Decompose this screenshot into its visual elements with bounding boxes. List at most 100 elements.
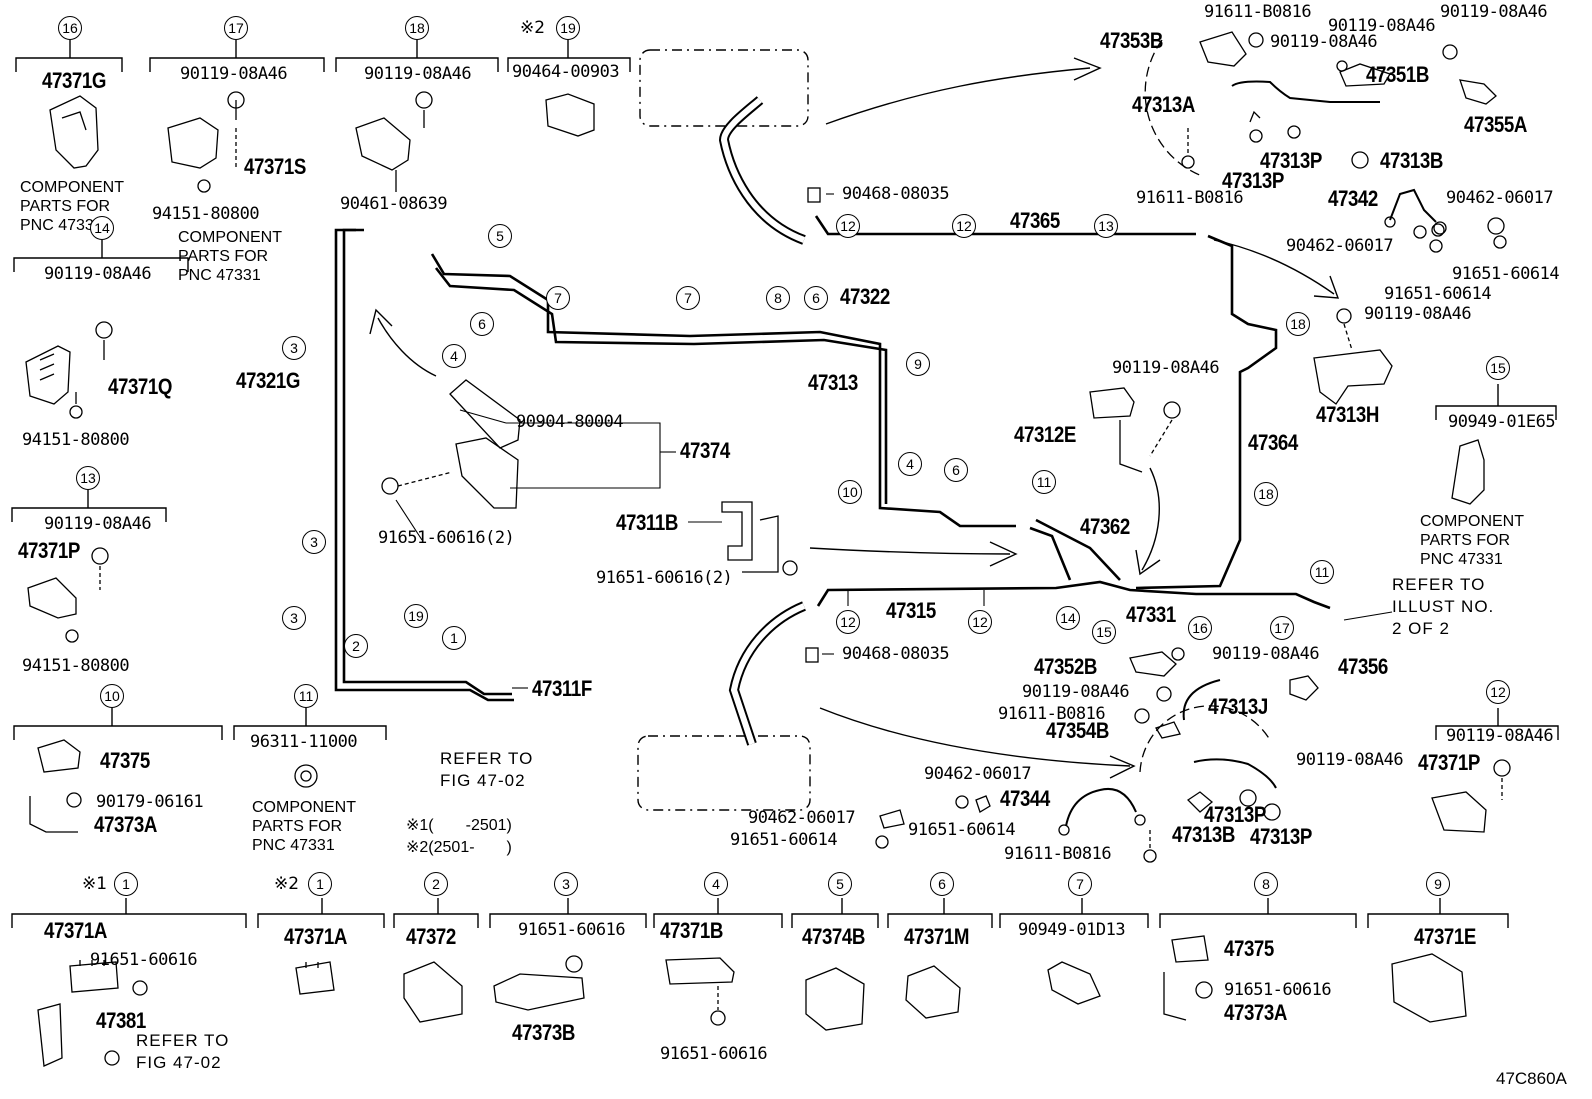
- part-90119-08A46: 90119-08A46: [1022, 682, 1130, 702]
- part-47371E: 47371E: [1414, 924, 1476, 949]
- part-91651-60616: 91651-60616: [1224, 980, 1332, 1000]
- callout-12: 12: [1486, 680, 1510, 704]
- part-47331: 47331: [1126, 602, 1176, 627]
- callout-4: 4: [442, 344, 466, 368]
- part-47371A: 47371A: [284, 924, 347, 949]
- part-90119-08A46: 90119-08A46: [44, 514, 152, 534]
- part-90119-08A46: 90119-08A46: [44, 264, 152, 284]
- callout-5: 5: [488, 224, 512, 248]
- callout-17: 17: [1270, 616, 1294, 640]
- hoses: [718, 96, 806, 746]
- part-47315: 47315: [886, 598, 936, 623]
- callout-7: 7: [1068, 872, 1092, 896]
- part-47356: 47356: [1338, 654, 1388, 679]
- callout-12: 12: [952, 214, 976, 238]
- callout-10: 10: [100, 684, 124, 708]
- part-91651-60614: 91651-60614: [730, 830, 838, 850]
- callout-3: 3: [554, 872, 578, 896]
- part-47374: 47374: [680, 438, 730, 463]
- callout-6: 6: [470, 312, 494, 336]
- part-47313P: 47313P: [1250, 824, 1312, 849]
- part-90464-00903: 90464-00903: [512, 62, 620, 82]
- callout-11: 11: [1032, 470, 1056, 494]
- part-94151-80800: 94151-80800: [22, 430, 130, 450]
- part-90119-08A46: 90119-08A46: [1364, 304, 1472, 324]
- brake-tubes: [334, 215, 1331, 702]
- callout-16: 16: [58, 16, 82, 40]
- callout-16: 16: [1188, 616, 1212, 640]
- callout-12: 12: [836, 214, 860, 238]
- callout-4: 4: [704, 872, 728, 896]
- part-47313A: 47313A: [1132, 92, 1195, 117]
- part-47371P: 47371P: [18, 538, 80, 563]
- footnote-mark: ※2: [520, 18, 546, 38]
- part-90949-01D13: 90949-01D13: [1018, 920, 1126, 940]
- callout-8: 8: [766, 286, 790, 310]
- part-90904-80004: 90904-80004: [516, 412, 624, 432]
- component-note-1: COMPONENT PARTS FOR PNC 47331: [20, 179, 124, 234]
- part-47375: 47375: [100, 748, 150, 773]
- callout-19: 19: [404, 604, 428, 628]
- part-91651-60614: 91651-60614: [1384, 284, 1492, 304]
- part-90462-06017: 90462-06017: [924, 764, 1032, 784]
- part-90461-08639: 90461-08639: [340, 194, 448, 214]
- refer-fig-note-1: REFER TO FIG 47-02: [440, 749, 534, 790]
- callout-9: 9: [1426, 872, 1450, 896]
- diagram-id: 47C860A: [1496, 1069, 1567, 1088]
- part-91651-60616-2: 91651-60616(2): [378, 528, 515, 548]
- part-47371G: 47371G: [42, 68, 107, 93]
- callout-3: 3: [282, 336, 306, 360]
- part-90179-06161: 90179-06161: [96, 792, 204, 812]
- part-47355A: 47355A: [1464, 112, 1527, 137]
- part-47313B: 47313B: [1380, 148, 1443, 173]
- callout-6: 6: [804, 286, 828, 310]
- part-47364: 47364: [1248, 430, 1298, 455]
- part-47313H: 47313H: [1316, 402, 1379, 427]
- part-90119-08A46: 90119-08A46: [364, 64, 472, 84]
- part-47353B: 47353B: [1100, 28, 1163, 53]
- part-47371Q: 47371Q: [108, 374, 173, 399]
- part-47351B: 47351B: [1366, 62, 1429, 87]
- part-47371P: 47371P: [1418, 750, 1480, 775]
- part-47313P: 47313P: [1204, 802, 1266, 827]
- footnote-mark: ※2: [274, 874, 300, 894]
- part-47371S: 47371S: [244, 154, 306, 179]
- callout-8: 8: [1254, 872, 1278, 896]
- callout-12: 12: [968, 610, 992, 634]
- callout-18: 18: [1254, 482, 1278, 506]
- part-47373B: 47373B: [512, 1020, 575, 1045]
- callout-6: 6: [930, 872, 954, 896]
- part-47321G: 47321G: [236, 368, 301, 393]
- callout-1: 1: [114, 872, 138, 896]
- part-47352B: 47352B: [1034, 654, 1097, 679]
- part-91611-B0816: 91611-B0816: [1204, 2, 1312, 22]
- refer-fig-note-2: REFER TO FIG 47-02: [136, 1031, 230, 1072]
- part-47371B: 47371B: [660, 918, 723, 943]
- callout-2: 2: [344, 634, 368, 658]
- part-47371M: 47371M: [904, 924, 970, 949]
- callout-2: 2: [424, 872, 448, 896]
- callout-3: 3: [302, 530, 326, 554]
- callout-12: 12: [836, 610, 860, 634]
- part-90949-01E65: 90949-01E65: [1448, 412, 1556, 432]
- inset-brackets: [11, 40, 1559, 928]
- part-94151-80800: 94151-80800: [22, 656, 130, 676]
- part-47362: 47362: [1080, 514, 1130, 539]
- part-47313P: 47313P: [1222, 168, 1284, 193]
- part-47313B: 47313B: [1172, 822, 1235, 847]
- part-47312E: 47312E: [1014, 422, 1076, 447]
- callout-17: 17: [224, 16, 248, 40]
- part-47311B: 47311B: [616, 510, 678, 535]
- part-47373A: 47373A: [1224, 1000, 1287, 1025]
- part-47365: 47365: [1010, 208, 1060, 233]
- footnote-2: ※2(2501- ): [406, 839, 512, 856]
- part-90468-08035: 90468-08035: [842, 184, 950, 204]
- callout-9: 9: [906, 352, 930, 376]
- refer-illust-note: REFER TO ILLUST NO. 2 OF 2: [1392, 575, 1495, 638]
- part-47322: 47322: [840, 284, 890, 309]
- callout-5: 5: [828, 872, 852, 896]
- component-note-4: COMPONENT PARTS FOR PNC 47331: [1420, 513, 1524, 568]
- part-91651-60616: 91651-60616: [660, 1044, 768, 1064]
- callout-10: 10: [838, 480, 862, 504]
